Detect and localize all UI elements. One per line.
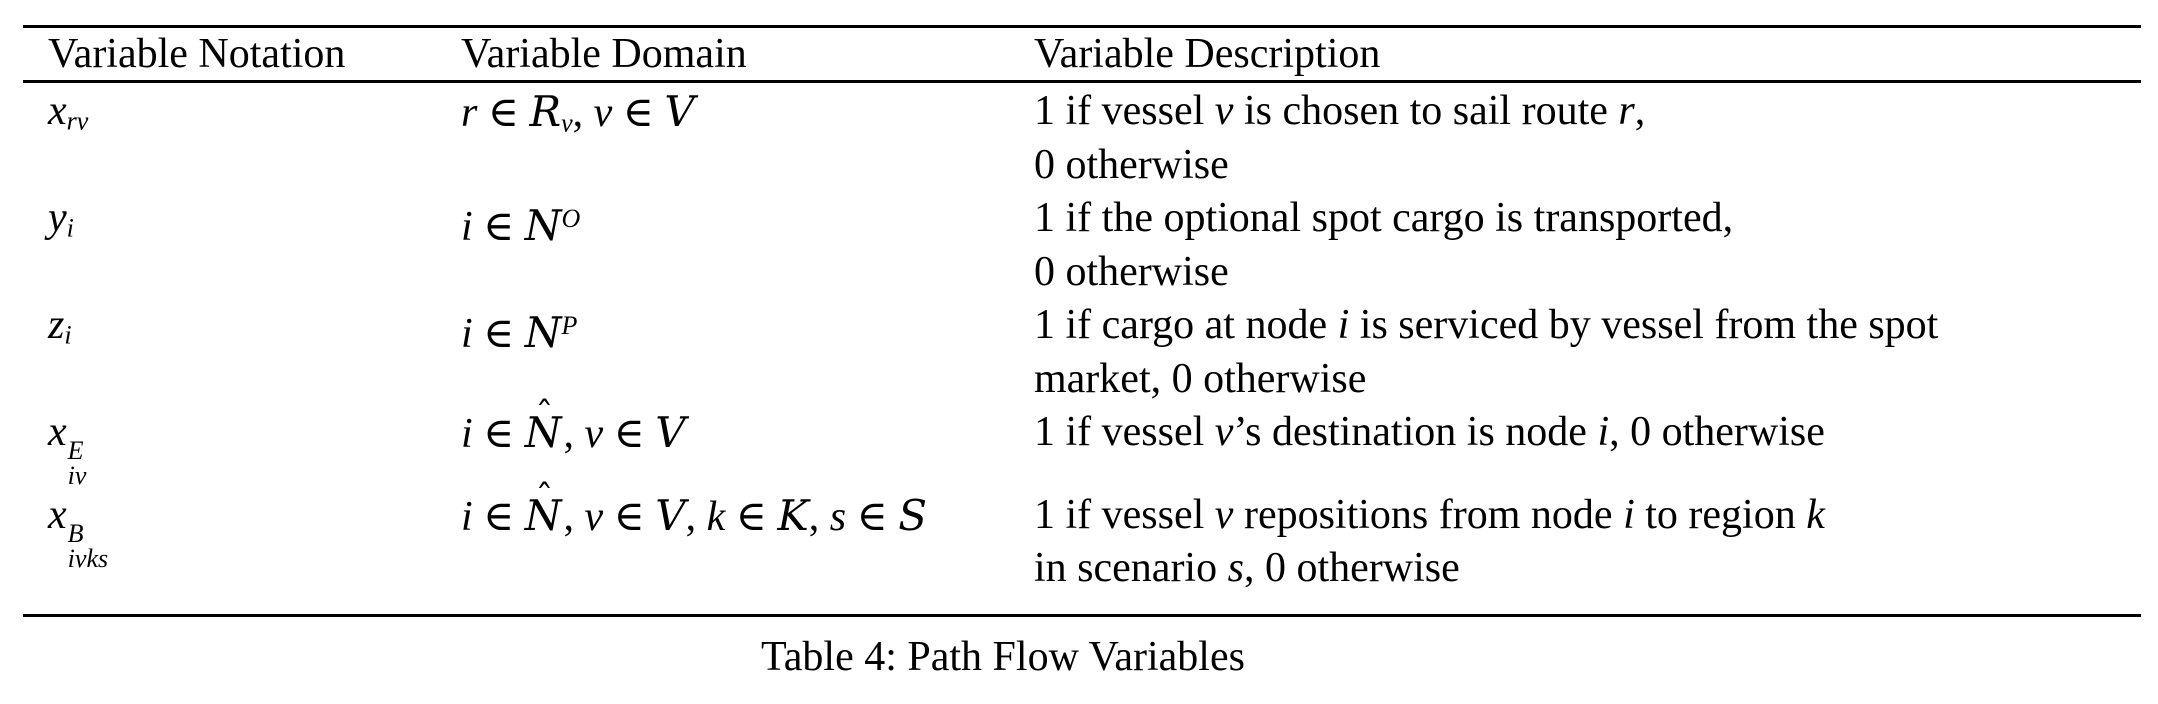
- table-caption: Table 4: Path Flow Variables: [761, 634, 1245, 680]
- notation-cell: zi: [48, 302, 72, 350]
- table-top-rule: [23, 25, 2141, 28]
- domain-cell: r ∈ Rv, v ∈ V: [461, 87, 695, 138]
- column-header-notation: Variable Notation: [48, 31, 346, 77]
- caption-container: Table 4: Path Flow Variables: [0, 632, 2006, 682]
- description-cell: 1 if vessel v repositions from node i to…: [1034, 489, 2141, 596]
- description-cell: 1 if cargo at node i is serviced by vess…: [1034, 299, 2141, 406]
- table-row: yi i ∈ NO 1 if the optional spot cargo is …: [23, 192, 2141, 299]
- notation-cell: yi: [48, 195, 74, 243]
- description-cell: 1 if vessel v’s destination is node i, 0…: [1034, 406, 2141, 489]
- description-line: 0 otherwise: [1034, 248, 1229, 295]
- column-header-description: Variable Description: [1034, 31, 1381, 77]
- description-line: 1 if the optional spot cargo is transpor…: [1034, 195, 1734, 241]
- domain-cell: i ∈ NO: [461, 201, 581, 251]
- description-cell: 1 if vessel v is chosen to sail route r,…: [1034, 85, 2141, 192]
- description-line: in scenario s, 0 otherwise: [1034, 545, 1460, 592]
- variables-table: Variable Notation Variable Domain Variab…: [23, 25, 2141, 617]
- table-bottom-rule: [23, 613, 2141, 617]
- description-line: 0 otherwise: [1034, 141, 1229, 188]
- description-line: 1 if vessel v’s destination is node i, 0…: [1034, 409, 1825, 455]
- table-header-rule: [23, 80, 2141, 83]
- description-line: 1 if vessel v is chosen to sail route r,: [1034, 88, 1646, 134]
- table-row: zi i ∈ NP 1 if cargo at node i is serviced…: [23, 299, 2141, 406]
- table-body: xrv r ∈ Rv, v ∈ V 1 if vessel v is chosen …: [23, 83, 2141, 614]
- notation-cell: xrv: [48, 88, 89, 136]
- table-header-row: Variable Notation Variable Domain Variab…: [23, 28, 2141, 80]
- description-cell: 1 if the optional spot cargo is transpor…: [1034, 192, 2141, 299]
- description-line: 1 if cargo at node i is serviced by vess…: [1034, 302, 1939, 348]
- description-line: market, 0 otherwise: [1034, 355, 1367, 402]
- table-row: xrv r ∈ Rv, v ∈ V 1 if vessel v is chosen …: [23, 85, 2141, 192]
- domain-cell: i ∈ N, v ∈ V, k ∈ K, s ∈ S: [461, 489, 1034, 596]
- column-header-domain: Variable Domain: [461, 31, 747, 77]
- domain-cell: i ∈ N, v ∈ V: [461, 406, 1034, 489]
- domain-cell: i ∈ NP: [461, 308, 578, 358]
- description-line: 1 if vessel v repositions from node i to…: [1034, 491, 1825, 538]
